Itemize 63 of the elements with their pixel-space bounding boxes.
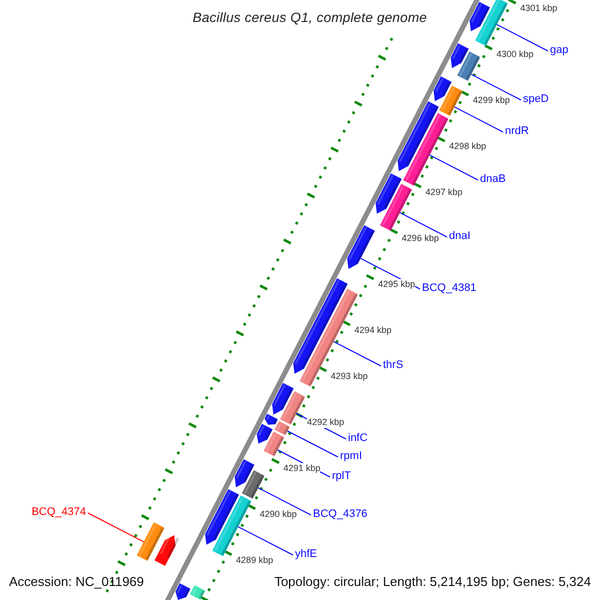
leader-line [429,154,478,180]
gene-block [234,459,254,488]
tick-label: 4289 kbp [236,554,274,566]
gene-label: rplT [332,470,351,483]
gene-bar [136,522,164,561]
leader-line [333,341,382,366]
gene-label: dnaI [449,230,470,243]
genome-info-label: Topology: circular; Length: 5,214,195 bp; Genes: 5,324 [274,574,591,590]
gene-block [470,2,490,32]
tick-label: 4298 kbp [449,141,486,152]
gene-label: thrS [383,359,404,372]
gene-label: gap [550,44,568,57]
gene-bar [380,184,412,231]
gene-label: nrdR [505,125,529,138]
gene-bar [403,113,448,186]
tick-label: 4301 kbp [520,3,558,14]
gene-label: speD [523,93,549,106]
leader-line [258,487,312,516]
leader-line [470,74,522,100]
gene-bar [439,86,463,116]
gene-bar [280,391,306,425]
gene-label: infC [348,432,368,445]
gene-block [376,173,402,214]
tick-label: 4293 kbp [330,371,368,382]
diagram-title: Bacillus cereus Q1, complete genome [192,9,427,26]
gene-block [264,414,278,425]
gene-label: BCQ_4376 [313,508,368,521]
gene-bar [274,421,290,436]
gene-bar [457,52,480,81]
gene-bar [212,496,252,556]
tick-label: 4290 kbp [260,508,297,520]
tick-label: 4292 kbp [307,417,344,428]
gene-label: rpmI [340,450,362,463]
leader-line [238,526,294,556]
tick-label: 4299 kbp [472,95,510,106]
gene-block [272,382,294,415]
gene-block [293,278,348,374]
gene-block [154,534,180,566]
gene-bar [264,432,284,456]
accession-label: Accession: NC_011969 [9,574,144,590]
gene-block [434,76,452,102]
tick-label: 4297 kbp [425,187,463,198]
tick-label: 4296 kbp [402,233,439,244]
gene-label: dnaB [480,173,506,186]
gene-label: BCQ_4374 [32,506,86,519]
leader-line [287,430,338,458]
gene-block [176,583,190,600]
gene-bar [190,585,206,600]
leader-line [400,212,448,238]
gene-block [205,489,239,545]
gene-bar [242,470,264,499]
tick-label: 4291 kbp [283,463,320,474]
tick-label: 4294 kbp [354,325,392,336]
gene-bar [475,0,508,46]
gene-label: yhfE [295,548,318,561]
gene-block [450,43,469,68]
tick-label: 4295 kbp [378,279,416,290]
leader-line [454,106,504,132]
leader-line [88,512,144,542]
gene-label: BCQ_4381 [422,282,476,295]
gene-block [398,101,439,172]
tick-label: 4300 kbp [496,49,534,60]
gene-block [347,225,375,269]
